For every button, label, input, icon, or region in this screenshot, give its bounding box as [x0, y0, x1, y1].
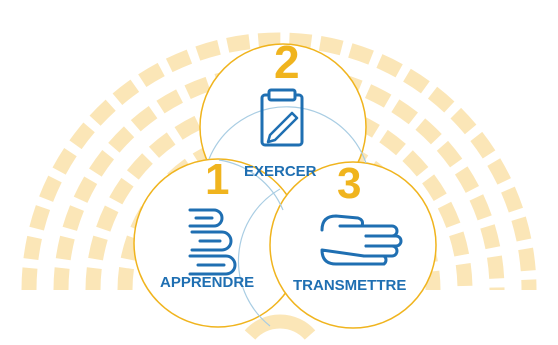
- step-number-exercer: 2: [274, 36, 300, 88]
- step-label-exercer: EXERCER: [244, 163, 317, 180]
- circle-transmettre: [269, 161, 437, 329]
- hand-icon: [320, 214, 403, 266]
- bottom-arc: [244, 314, 316, 340]
- clipboard-pencil-icon: [260, 88, 304, 147]
- step-label-transmettre: TRANSMETTRE: [293, 277, 406, 294]
- step-apprendre: 1 APPRENDRE: [160, 155, 254, 291]
- step-label-apprendre: APPRENDRE: [160, 274, 254, 291]
- venn-circles: [133, 43, 437, 329]
- step-transmettre: 3 TRANSMETTRE: [293, 159, 406, 294]
- step-number-transmettre: 3: [337, 159, 361, 208]
- step-exercer: 2 EXERCER: [244, 36, 317, 180]
- step-number-apprendre: 1: [205, 155, 229, 204]
- books-icon: [188, 208, 237, 276]
